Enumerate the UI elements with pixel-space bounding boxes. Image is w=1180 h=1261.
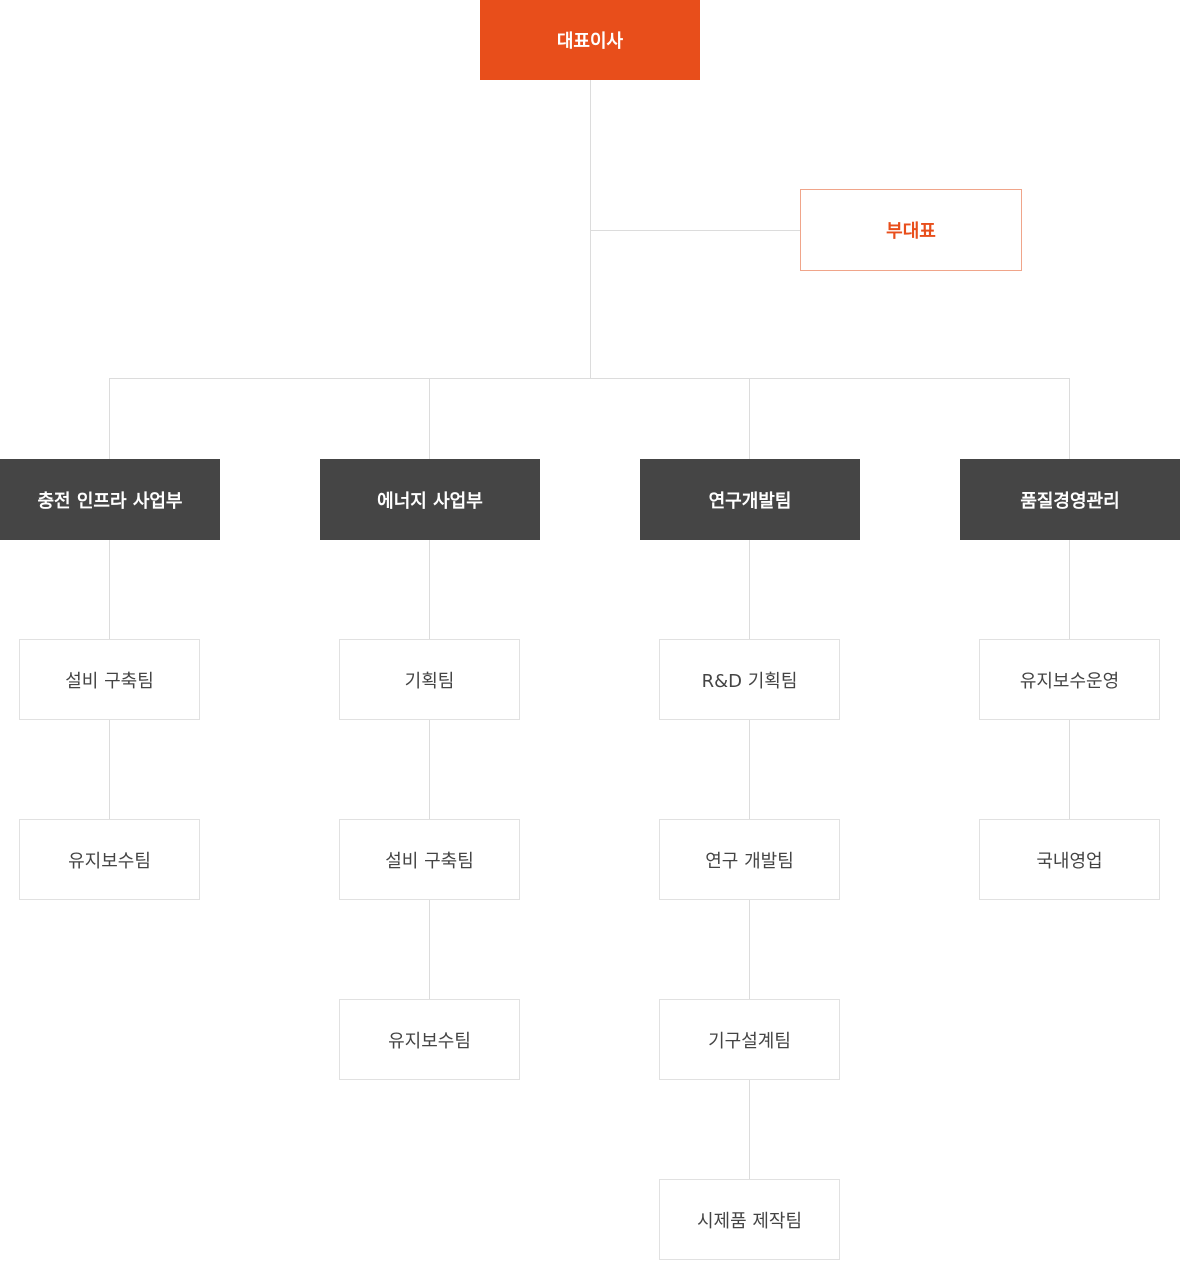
team-label: 기구설계팀 <box>708 1030 791 1052</box>
department-label: 에너지 사업부 <box>377 490 483 512</box>
connector-vice-branch <box>590 230 800 231</box>
team-box: 설비 구축팀 <box>19 639 200 720</box>
team-box: 유지보수팀 <box>19 819 200 900</box>
department-label: 충전 인프라 사업부 <box>37 490 183 512</box>
connector-dept-0 <box>109 378 110 459</box>
ceo-box: 대표이사 <box>480 0 700 80</box>
team-label: R&D 기획팀 <box>701 670 798 692</box>
team-box: 기구설계팀 <box>659 999 840 1080</box>
team-label: 국내영업 <box>1036 850 1103 872</box>
vice-ceo-label: 부대표 <box>886 221 936 242</box>
department-box: 품질경영관리 <box>960 459 1180 540</box>
department-box: 연구개발팀 <box>640 459 860 540</box>
connector-col-1 <box>429 540 430 1000</box>
team-label: 시제품 제작팀 <box>696 1210 803 1232</box>
team-box: 국내영업 <box>979 819 1160 900</box>
connector-dept-1 <box>429 378 430 459</box>
team-label: 유지보수팀 <box>388 1030 471 1052</box>
ceo-label: 대표이사 <box>556 31 624 52</box>
vice-ceo-box: 부대표 <box>800 189 1022 271</box>
connector-ceo-trunk <box>590 80 591 379</box>
team-label: 설비 구축팀 <box>65 670 154 692</box>
team-box: 유지보수운영 <box>979 639 1160 720</box>
team-label: 유지보수운영 <box>1019 670 1120 692</box>
department-box: 충전 인프라 사업부 <box>0 459 220 540</box>
team-label: 유지보수팀 <box>68 850 151 872</box>
team-box: 시제품 제작팀 <box>659 1179 840 1260</box>
team-label: 기획팀 <box>404 670 455 692</box>
team-label: 설비 구축팀 <box>385 850 474 872</box>
connector-dept-2 <box>749 378 750 459</box>
team-box: 연구 개발팀 <box>659 819 840 900</box>
team-box: 설비 구축팀 <box>339 819 520 900</box>
department-label: 품질경영관리 <box>1020 490 1120 512</box>
team-box: 유지보수팀 <box>339 999 520 1080</box>
connector-dept-bus <box>109 378 1070 379</box>
department-box: 에너지 사업부 <box>320 459 540 540</box>
team-box: R&D 기획팀 <box>659 639 840 720</box>
team-box: 기획팀 <box>339 639 520 720</box>
department-label: 연구개발팀 <box>708 490 792 512</box>
team-label: 연구 개발팀 <box>705 850 794 872</box>
connector-dept-3 <box>1069 378 1070 459</box>
